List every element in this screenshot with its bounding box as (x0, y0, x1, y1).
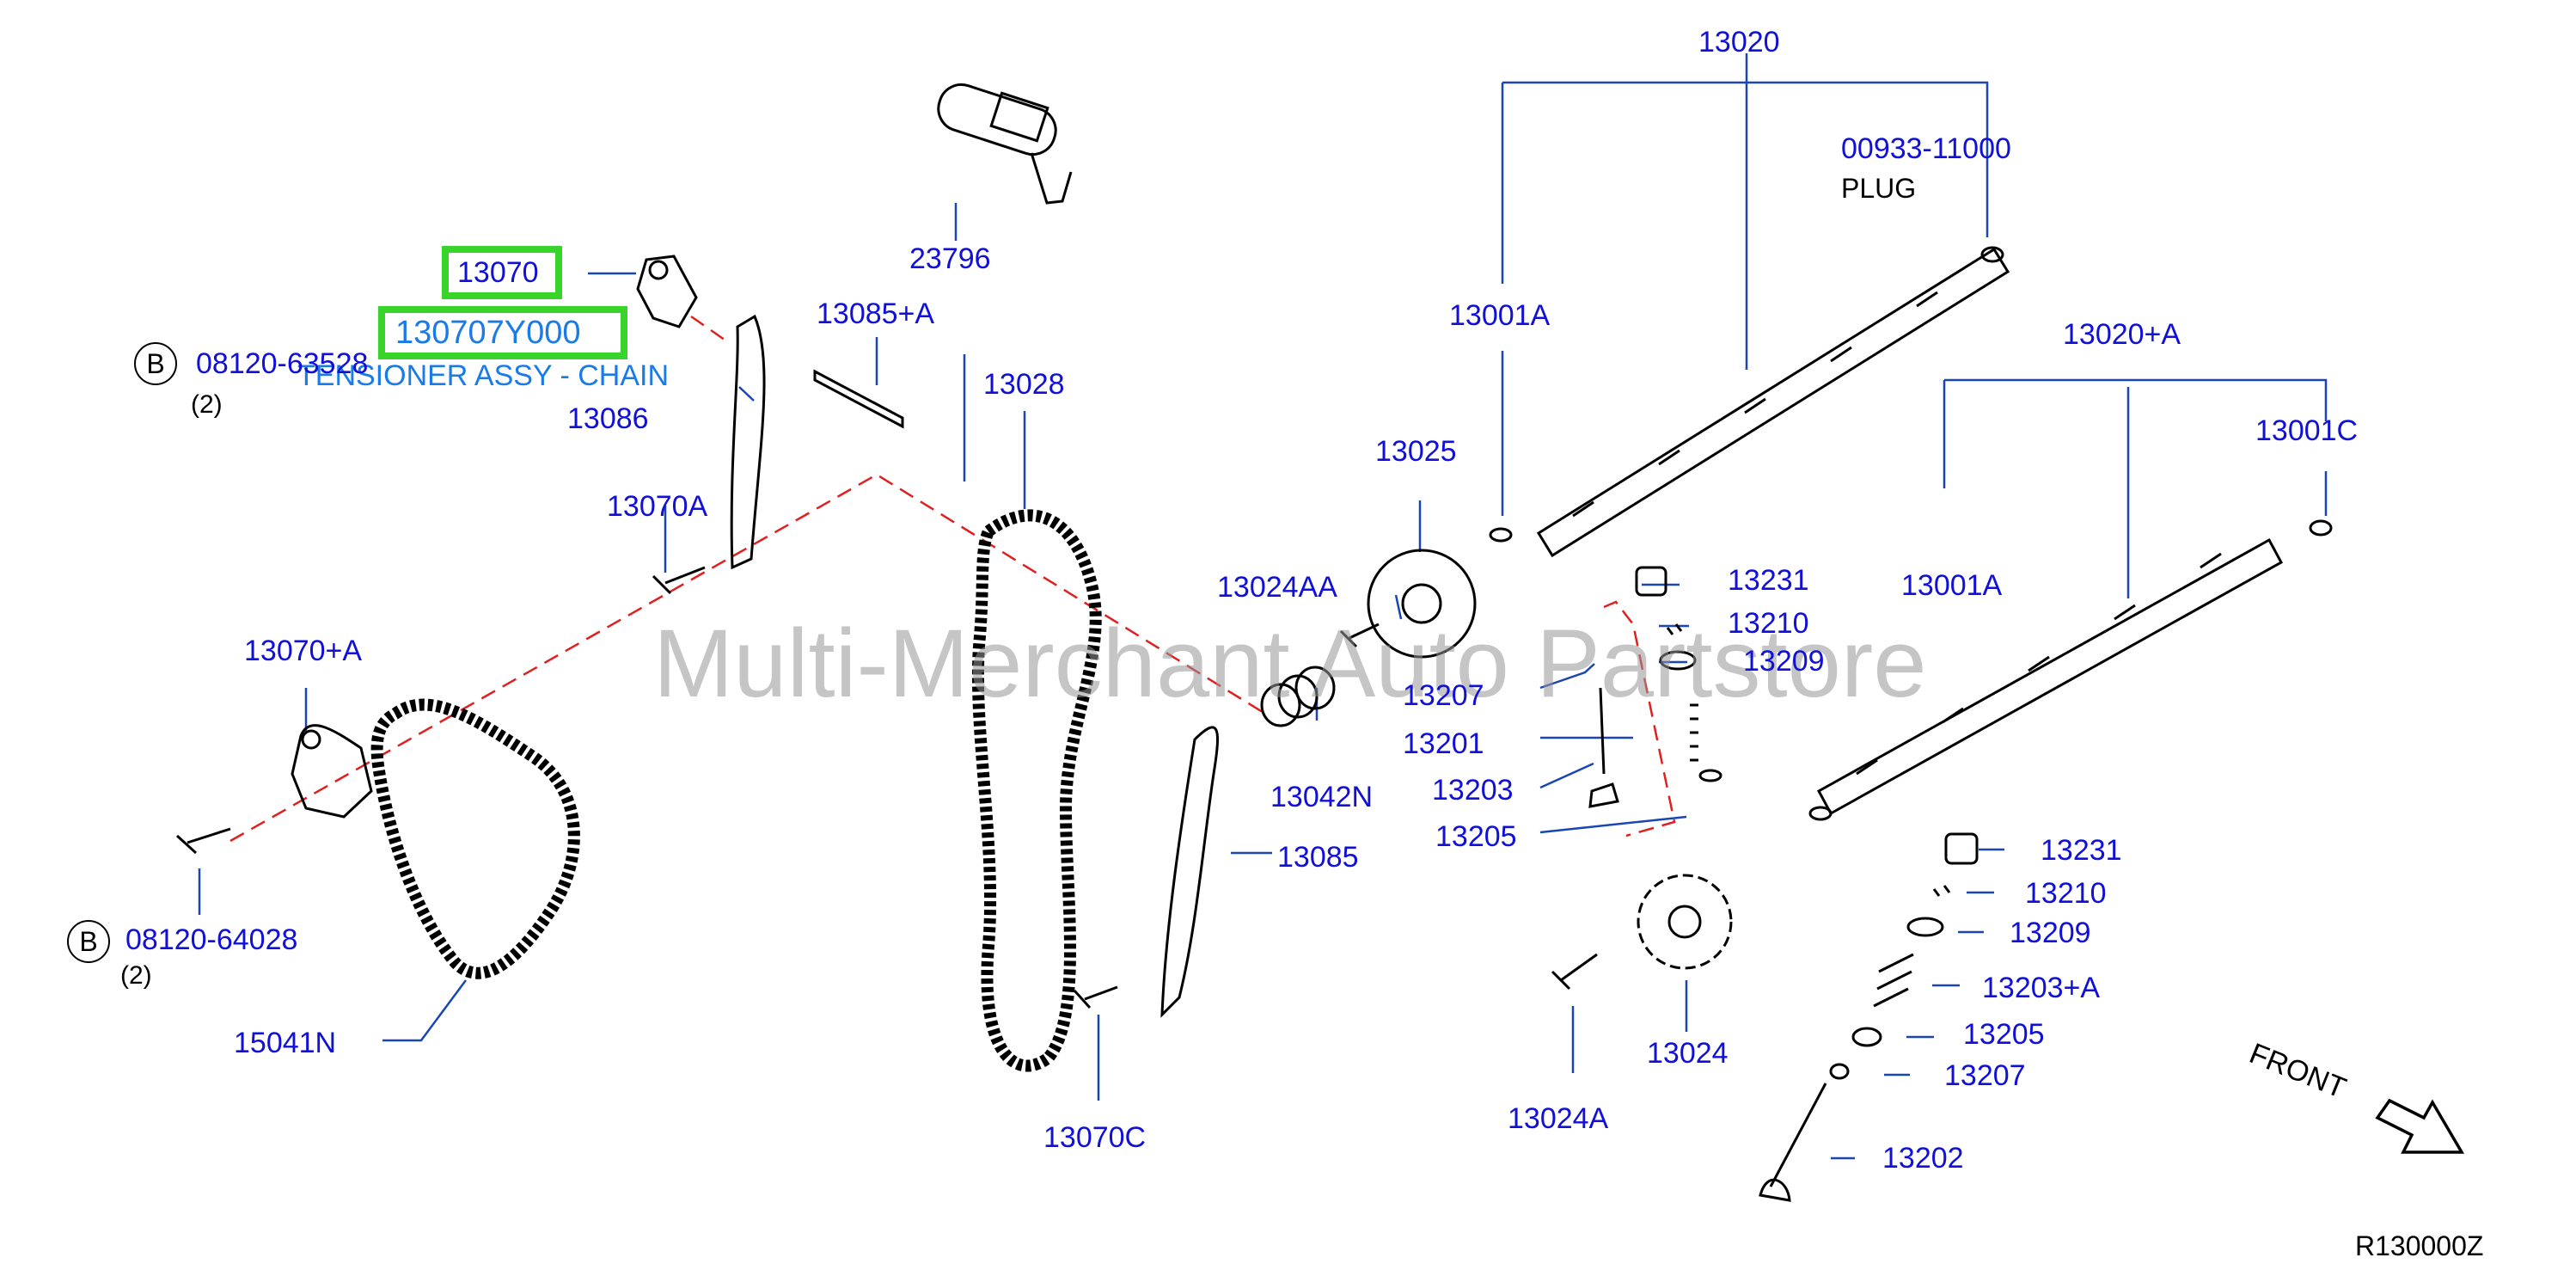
plugs (1489, 527, 1833, 821)
part-label-13203A[interactable]: 13203+A (1982, 972, 2101, 1004)
bolts (175, 566, 1598, 1009)
leader-lines (198, 53, 2328, 1160)
part-label-13001A-right[interactable]: 13001A (1901, 569, 2003, 602)
part-label-13020[interactable]: 13020 (1698, 26, 1780, 58)
part-label-13070[interactable]: 13070 (457, 256, 539, 289)
part-label-13085[interactable]: 13085 (1277, 841, 1359, 874)
timing-chain-13028 (971, 509, 1102, 1072)
sensor-23796 (937, 83, 1073, 205)
part-label-13085A[interactable]: 13085+A (817, 298, 935, 330)
callout-b-marker-1: B (134, 342, 177, 385)
part-label-13201[interactable]: 13201 (1403, 727, 1484, 760)
sprocket-13024 (1637, 874, 1733, 970)
slipper-13085A (813, 369, 904, 429)
part-label-13209-top[interactable]: 13209 (1743, 645, 1825, 678)
part-label-13086[interactable]: 13086 (567, 402, 649, 435)
tensioner-13070A (291, 724, 373, 819)
callout-b-marker-2: B (67, 920, 110, 963)
part-number-130707Y000[interactable]: 130707Y000 (395, 315, 581, 351)
valve-top (1588, 566, 1722, 808)
tooltip-part-description: TENSIONER ASSY - CHAIN (297, 359, 670, 392)
part-label-13042N[interactable]: 13042N (1270, 781, 1374, 813)
part-label-08120-64028[interactable]: 08120-64028 (125, 923, 298, 956)
highlight-box-partnumber (378, 306, 627, 359)
part-label-13001C[interactable]: 13001C (2255, 414, 2359, 447)
part-label-13070A[interactable]: 13070A (607, 490, 708, 523)
part-label-13231-top[interactable]: 13231 (1728, 564, 1809, 597)
part-label-13020A[interactable]: 13020+A (2063, 318, 2181, 351)
part-label-13205-top[interactable]: 13205 (1435, 820, 1517, 853)
part-label-00933-11000[interactable]: 00933-11000 (1841, 132, 2011, 165)
phantom-lines (229, 315, 1676, 843)
part-label-13024[interactable]: 13024 (1647, 1037, 1729, 1070)
valve-bottom (1759, 832, 1979, 1202)
camshaft-13020 (1536, 246, 2010, 558)
quantity-label-1: (2) (191, 390, 223, 419)
part-label-13024A[interactable]: 13024A (1508, 1102, 1609, 1135)
part-label-13024AA[interactable]: 13024AA (1217, 571, 1337, 604)
front-arrow (2375, 1098, 2465, 1154)
secondary-chain-15041N (370, 698, 580, 979)
part-label-08120-63528[interactable]: 08120-63528 (196, 347, 369, 380)
part-label-13209-bottom[interactable]: 13209 (2010, 917, 2091, 949)
part-label-13070C[interactable]: 13070C (1043, 1121, 1147, 1154)
part-label-13210-top[interactable]: 13210 (1728, 607, 1809, 640)
plug-label: PLUG (1841, 173, 1917, 204)
part-label-13070plusA[interactable]: 13070+A (244, 635, 363, 667)
part-label-15041N[interactable]: 15041N (234, 1027, 337, 1059)
sprocket-13025 (1367, 549, 1477, 659)
part-label-23796[interactable]: 23796 (909, 242, 991, 275)
chain-guide-13086 (730, 314, 766, 570)
chain-guide-13085 (1160, 726, 1219, 1018)
highlight-box-part (442, 246, 562, 299)
orings-13042N (1260, 666, 1336, 727)
part-label-13001A-top[interactable]: 13001A (1449, 299, 1551, 332)
part-label-13203[interactable]: 13203 (1432, 774, 1514, 807)
part-label-13205-bottom[interactable]: 13205 (1963, 1018, 2045, 1051)
tensioner-13070 (636, 255, 698, 328)
part-label-13202[interactable]: 13202 (1882, 1142, 1964, 1175)
part-label-13028[interactable]: 13028 (983, 368, 1065, 401)
part-outlines (175, 83, 2333, 1202)
part-label-13207-top[interactable]: 13207 (1403, 679, 1484, 712)
part-label-13025[interactable]: 13025 (1375, 435, 1457, 468)
part-label-13210-bottom[interactable]: 13210 (2025, 877, 2107, 910)
part-label-13231-bottom[interactable]: 13231 (2041, 834, 2122, 867)
camshaft-13020A (1816, 519, 2333, 816)
part-label-13207-bottom[interactable]: 13207 (1944, 1059, 2026, 1092)
reference-code: R130000Z (2355, 1230, 2484, 1261)
quantity-label-2: (2) (120, 961, 152, 990)
